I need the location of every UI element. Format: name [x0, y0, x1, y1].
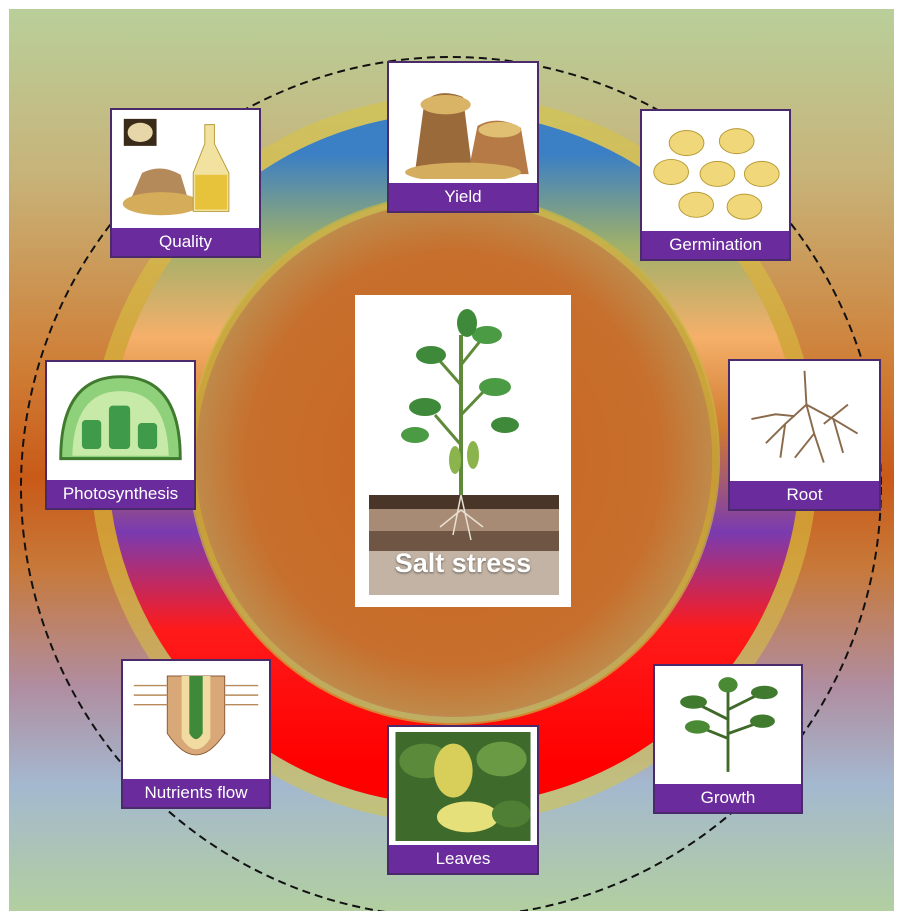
root-system-icon [736, 366, 873, 477]
grain-sacks-icon [395, 68, 531, 179]
root-cross-section-icon [129, 666, 263, 775]
yield-card: Yield [387, 61, 539, 213]
leaves-card: Leaves [387, 725, 539, 875]
growth-card: Growth [653, 664, 803, 814]
photosynthesis-label: Photosynthesis [47, 480, 194, 508]
growth-label: Growth [655, 784, 801, 812]
center-title: Salt stress [355, 548, 571, 579]
diagram-canvas: Salt stress Yield Germination Root [9, 9, 894, 911]
young-plant-icon [661, 671, 795, 780]
soy-products-icon [118, 115, 253, 224]
quality-card: Quality [110, 108, 261, 258]
yield-label: Yield [389, 183, 537, 211]
yellowing-leaves-icon [395, 732, 531, 841]
photosynthesis-card: Photosynthesis [45, 360, 196, 510]
quality-label: Quality [112, 228, 259, 256]
soybean-seeds-icon [648, 116, 783, 227]
nutrients-flow-label: Nutrients flow [123, 779, 269, 807]
chloroplast-icon [53, 367, 188, 476]
center-salt-stress-card: Salt stress [355, 295, 571, 607]
germination-card: Germination [640, 109, 791, 261]
leaves-label: Leaves [389, 845, 537, 873]
germination-label: Germination [642, 231, 789, 259]
nutrients-flow-card: Nutrients flow [121, 659, 271, 809]
root-label: Root [730, 481, 879, 509]
root-card: Root [728, 359, 881, 511]
